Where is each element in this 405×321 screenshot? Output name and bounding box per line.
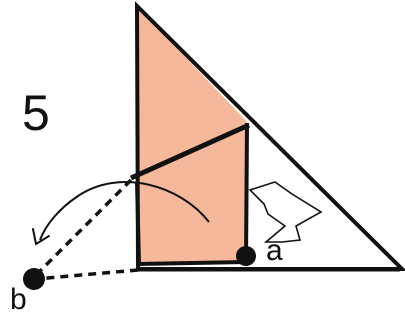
press-symbol-icon [250, 182, 321, 242]
flap-left-edge [137, 182, 139, 264]
dashed-line-lower [36, 270, 138, 279]
point-b-label: b [10, 285, 27, 315]
step-number: 5 [22, 88, 50, 138]
dashed-line-upper [35, 180, 131, 276]
point-a-dot [236, 246, 256, 266]
bottom-edge-inner [138, 262, 246, 264]
flap-vertical-edge [246, 123, 247, 262]
point-a-label: a [266, 236, 283, 266]
